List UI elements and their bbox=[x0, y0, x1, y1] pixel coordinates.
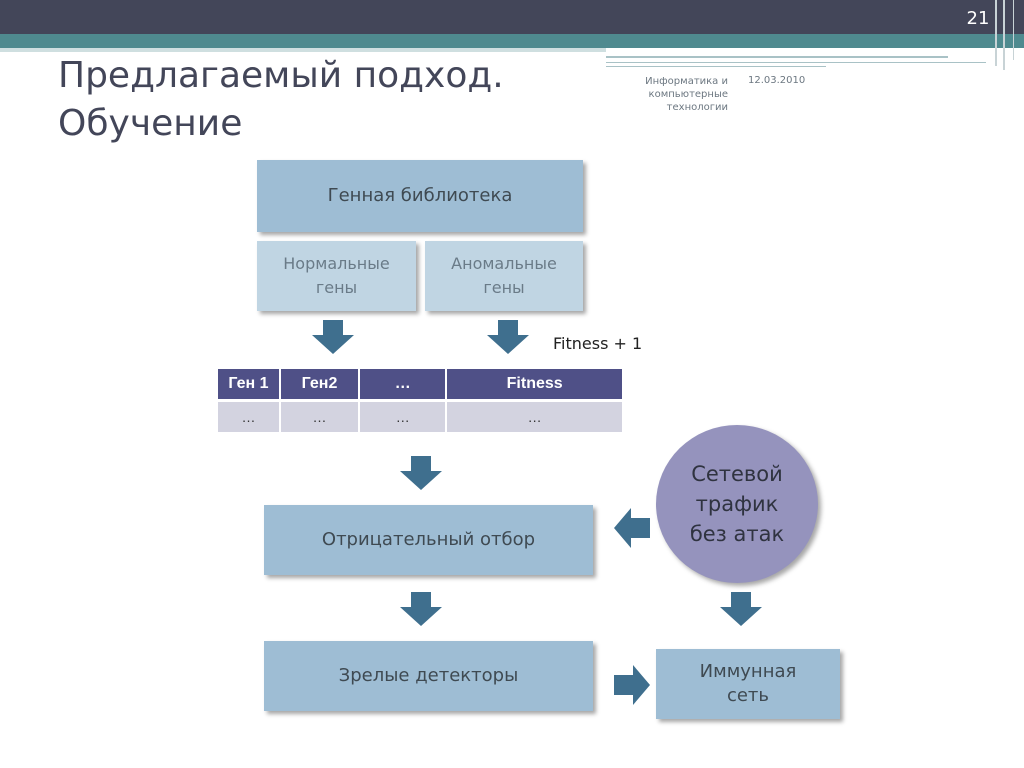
table-cell: … bbox=[447, 399, 622, 432]
table-cell: … bbox=[280, 399, 359, 432]
footer-date: 12.03.2010 bbox=[748, 75, 806, 86]
table-header-row: Ген 1 Ген2 … Fitness bbox=[218, 369, 622, 399]
negative-selection-box: Отрицательный отбор bbox=[264, 505, 593, 575]
gene-library-label: Генная библиотека bbox=[327, 185, 513, 206]
arrow-down-icon bbox=[400, 592, 442, 626]
footer-subject: Информатика и компьютерные технологии bbox=[645, 76, 728, 113]
network-traffic-circle: Сетевой трафик без атак bbox=[656, 425, 818, 583]
header-line bbox=[606, 56, 948, 58]
immune-network-label: сеть bbox=[726, 685, 770, 706]
table-header-cell: Fitness bbox=[447, 369, 622, 399]
arrow-left-icon bbox=[614, 508, 650, 548]
network-traffic-label: Сетевой bbox=[691, 462, 783, 486]
fitness-note: Fitness + 1 bbox=[553, 334, 643, 353]
arrow-down-icon bbox=[312, 320, 354, 354]
header-line bbox=[1013, 0, 1014, 60]
network-traffic-label: трафик bbox=[695, 492, 779, 516]
arrow-right-icon bbox=[614, 665, 650, 705]
header-band-light bbox=[0, 48, 606, 52]
table-cell: … bbox=[360, 399, 446, 432]
normal-genes-box: Нормальные гены bbox=[257, 241, 416, 311]
arrow-down-icon bbox=[720, 592, 762, 626]
normal-genes-label: гены bbox=[315, 278, 358, 297]
table-header-cell: Ген 1 bbox=[218, 369, 279, 399]
header-band-teal bbox=[0, 34, 1024, 48]
normal-genes-label: Нормальные bbox=[283, 254, 390, 273]
arrow-down-icon bbox=[400, 456, 442, 490]
immune-network-box: Иммунная сеть bbox=[656, 649, 840, 719]
anomalous-genes-label: Аномальные bbox=[451, 254, 557, 273]
immune-network-label: Иммунная bbox=[699, 661, 797, 682]
table-header-cell: … bbox=[360, 369, 446, 399]
mature-detectors-box: Зрелые детекторы bbox=[264, 641, 593, 711]
header-line bbox=[1003, 0, 1005, 70]
anomalous-genes-box: Аномальные гены bbox=[425, 241, 583, 311]
anomalous-genes-label: гены bbox=[483, 278, 525, 297]
header-line bbox=[995, 0, 997, 66]
slide-title-line: Предлагаемый подход. bbox=[58, 55, 504, 96]
slide-title-line: Обучение bbox=[58, 103, 243, 144]
mature-detectors-label: Зрелые детекторы bbox=[338, 665, 519, 686]
network-traffic-label: без атак bbox=[689, 522, 785, 546]
gene-table: Ген 1 Ген2 … Fitness … … … … bbox=[216, 369, 624, 432]
gene-library-box: Генная библиотека bbox=[257, 160, 583, 232]
header-line bbox=[606, 66, 826, 67]
header-line bbox=[606, 62, 986, 63]
table-cell: … bbox=[218, 399, 279, 432]
slide-number: 21 bbox=[966, 8, 990, 29]
slide-title: Предлагаемый подход. Обучение bbox=[58, 52, 618, 148]
header-band-dark bbox=[0, 0, 1024, 34]
negative-selection-label: Отрицательный отбор bbox=[321, 529, 536, 550]
table-header-cell: Ген2 bbox=[280, 369, 359, 399]
arrow-down-icon bbox=[487, 320, 529, 354]
table-row: … … … … bbox=[218, 399, 622, 432]
